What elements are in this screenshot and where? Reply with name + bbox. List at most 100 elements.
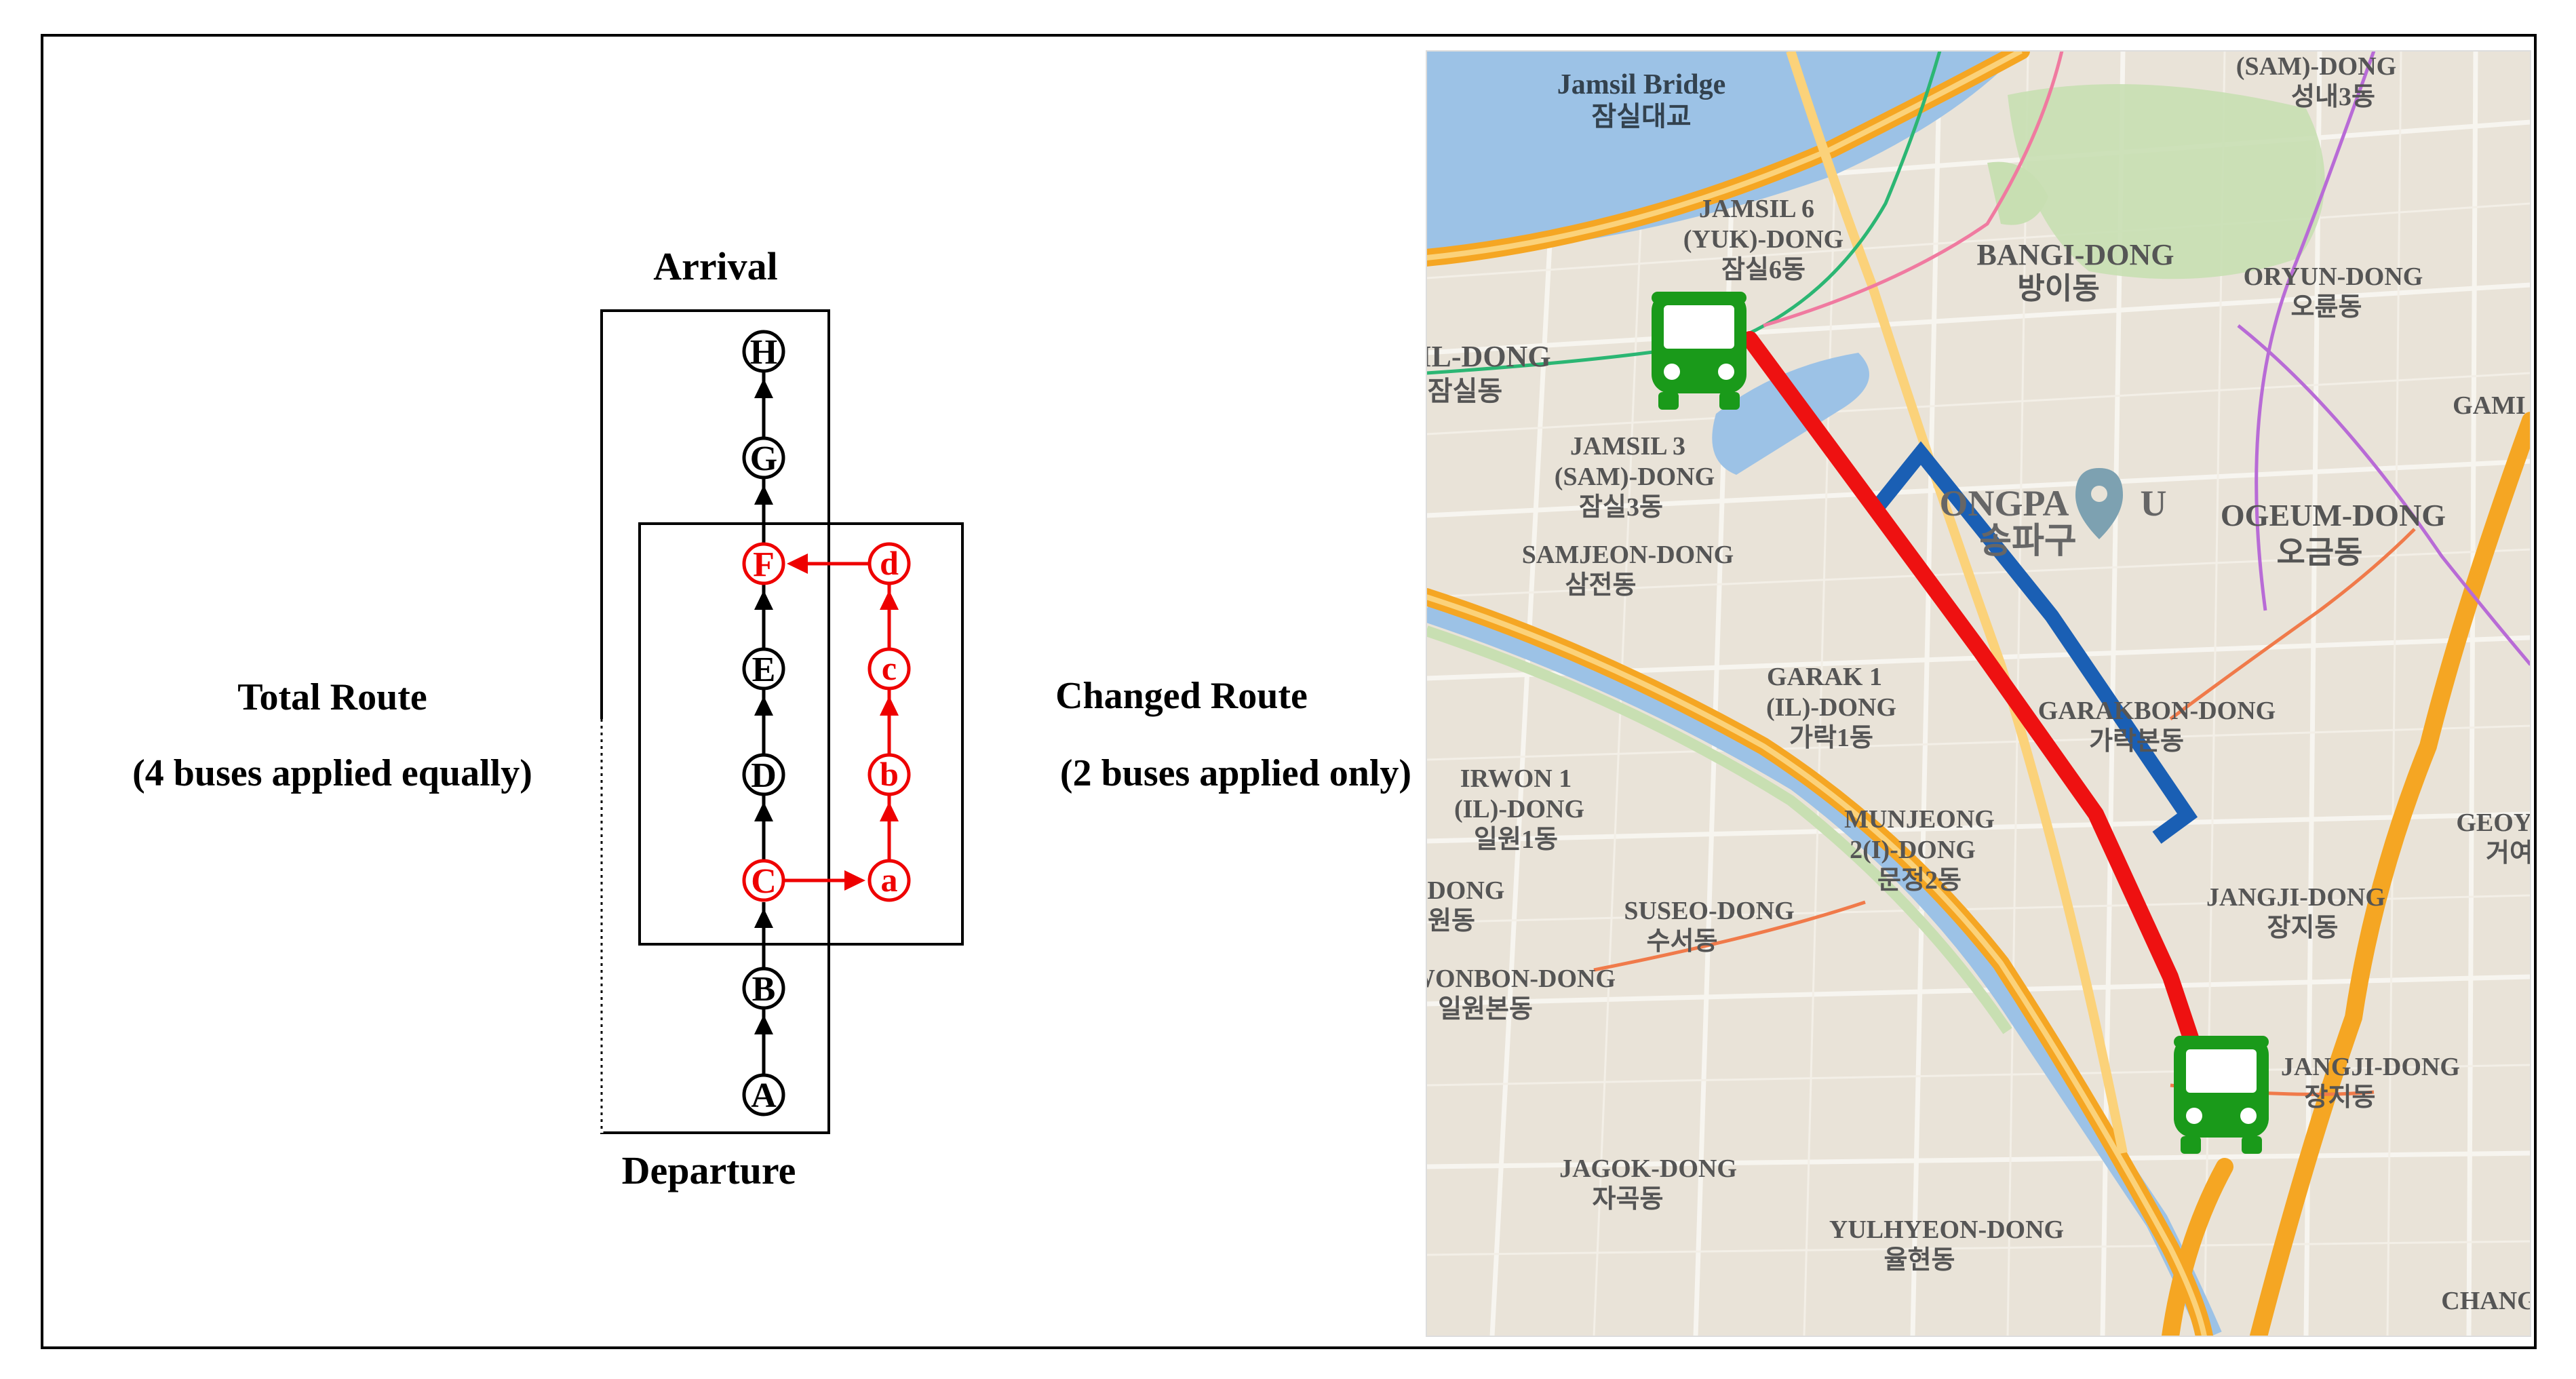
map-label-wonbon-b: 원동 bbox=[1428, 907, 1475, 935]
node-f: F bbox=[742, 542, 785, 585]
node-detour-c: c bbox=[867, 647, 911, 691]
map-label-garak1-b: (IL)-DONG bbox=[1766, 693, 1896, 722]
map-label-bangi: BANGI-DONG bbox=[1977, 238, 2174, 271]
map-label-jamsil6-ko: 잠실6동 bbox=[1721, 256, 1806, 284]
map-label-gam: GAMI bbox=[2453, 391, 2526, 420]
map-label-wonbon-ko: 일원본동 bbox=[1438, 995, 1533, 1024]
node-d: D bbox=[742, 753, 785, 796]
map-label-jamsil-bridge-ko: 잠실대교 bbox=[1591, 101, 1691, 132]
map-label-jagok: JAGOK-DONG bbox=[1559, 1154, 1737, 1183]
map-label-irwon1-ko: 일원1동 bbox=[1474, 826, 1558, 854]
map-label-munjeong-b: 2(I)-DONG bbox=[1850, 836, 1976, 864]
minor-streets bbox=[1426, 51, 2531, 1336]
map-label-jamsil6-a: JAMSIL 6 bbox=[1699, 195, 1814, 223]
map-label-jamsil3-a: JAMSIL 3 bbox=[1570, 432, 1685, 461]
bus-icon-end bbox=[2174, 1036, 2269, 1154]
svg-text:G: G bbox=[750, 440, 777, 478]
map: Jamsil Bridge 잠실대교 (SAM)-DONG 성내3동 JAMSI… bbox=[1409, 51, 2549, 1336]
tancheon-bank bbox=[1426, 625, 2012, 1034]
map-label-geoye-ko: 거여 bbox=[2486, 839, 2533, 868]
node-g: G bbox=[742, 436, 785, 480]
svg-text:A: A bbox=[751, 1076, 777, 1115]
svg-text:D: D bbox=[751, 756, 777, 795]
map-label-munjeong-ko: 문정2동 bbox=[1877, 866, 1962, 895]
svg-text:E: E bbox=[752, 650, 776, 689]
total-route-label: Total Route bbox=[237, 676, 427, 718]
map-label-irwon1-a: IRWON 1 bbox=[1460, 764, 1572, 793]
map-label-jagok-ko: 자곡동 bbox=[1593, 1185, 1664, 1213]
node-c: C bbox=[742, 859, 785, 902]
route-diagram: Arrival Departure Total Route (4 buses a… bbox=[132, 244, 1411, 1192]
map-label-jangji1-ko: 장지동 bbox=[2267, 914, 2339, 942]
map-label-suseo-ko: 수서동 bbox=[1647, 927, 1718, 956]
map-label-ogeum: OGEUM-DONG bbox=[2221, 498, 2446, 532]
detour-arrowheads bbox=[787, 553, 899, 891]
map-label-songpa-ko: 송파구 bbox=[1979, 522, 2077, 561]
main-arrowheads bbox=[754, 378, 773, 1034]
total-route-sublabel: (4 buses applied equally) bbox=[132, 752, 532, 794]
han-river bbox=[1426, 51, 2021, 258]
map-label-wonbon-a: -DONG bbox=[1419, 876, 1505, 905]
changed-route-line bbox=[1873, 441, 2198, 844]
location-pin-icon bbox=[2075, 468, 2123, 539]
map-label-chang: CHANG bbox=[2441, 1287, 2537, 1315]
map-label-il-dong-ko: 잠실동 bbox=[1428, 376, 1502, 406]
map-label-jamsil6-b: (YUK)-DONG bbox=[1683, 225, 1843, 254]
svg-text:C: C bbox=[751, 862, 777, 901]
map-label-geoye: GEOYE bbox=[2456, 809, 2549, 837]
map-label-munjeong-a: MUNJEONG bbox=[1844, 805, 1995, 834]
map-label-garakbon: GARAKBON-DONG bbox=[2038, 697, 2276, 725]
lake bbox=[1712, 353, 1869, 475]
map-label-sam-dong: (SAM)-DONG bbox=[2236, 52, 2396, 81]
map-label-yulhyeon-ko: 율현동 bbox=[1884, 1246, 1955, 1275]
node-e: E bbox=[742, 647, 785, 691]
svg-text:d: d bbox=[880, 544, 899, 582]
outer-frame bbox=[41, 34, 2537, 1349]
departure-label: Departure bbox=[622, 1148, 796, 1192]
node-detour-a: a bbox=[867, 859, 911, 902]
map-label-garak1-ko: 가락1동 bbox=[1789, 724, 1873, 752]
svg-text:b: b bbox=[880, 755, 899, 793]
detour-chain bbox=[782, 562, 891, 882]
node-detour-b: b bbox=[867, 753, 911, 796]
svg-text:H: H bbox=[750, 333, 777, 372]
map-label-yulhyeon: YULHYEON-DONG bbox=[1829, 1216, 2064, 1244]
map-label-oryun: ORYUN-DONG bbox=[2244, 263, 2423, 291]
olympic-park bbox=[2008, 84, 2325, 279]
map-label-jangji2: JANGJI-DONG bbox=[2281, 1053, 2460, 1081]
node-a: A bbox=[742, 1073, 785, 1116]
map-frame bbox=[1426, 50, 2531, 1337]
map-label-garakbon-ko: 가락본동 bbox=[2089, 727, 2184, 756]
park-2 bbox=[1987, 161, 2048, 225]
map-label-suseo: SUSEO-DONG bbox=[1624, 897, 1794, 925]
node-h: H bbox=[742, 330, 785, 373]
total-route-line bbox=[1742, 331, 2212, 1087]
map-label-sam-dong-ko: 성내3동 bbox=[2291, 83, 2375, 111]
subway-lines bbox=[1426, 51, 2531, 1096]
map-label-garak1-a: GARAK 1 bbox=[1767, 663, 1882, 691]
map-label-jamsil-bridge: Jamsil Bridge bbox=[1557, 69, 1726, 100]
map-label-songpa-b: U bbox=[2141, 483, 2167, 524]
arterial-road bbox=[1786, 51, 2128, 1154]
bus-icon-start bbox=[1652, 292, 1746, 410]
map-label-songpa-a: ONGPA bbox=[1940, 483, 2069, 524]
node-detour-d: d bbox=[867, 542, 911, 585]
highway-core bbox=[1426, 51, 2207, 1336]
node-b: B bbox=[742, 967, 785, 1010]
svg-text:B: B bbox=[752, 970, 776, 1009]
map-label-ogeum-ko: 오금동 bbox=[2277, 535, 2363, 570]
map-label-jamsil3-b: (SAM)-DONG bbox=[1555, 463, 1715, 491]
svg-text:c: c bbox=[882, 649, 897, 687]
map-label-jangji1: JANGJI-DONG bbox=[2206, 883, 2385, 912]
arrival-label: Arrival bbox=[653, 244, 778, 288]
changed-route-box bbox=[638, 522, 964, 946]
svg-text:a: a bbox=[881, 861, 898, 899]
map-label-oryun-ko: 오륜동 bbox=[2291, 293, 2362, 322]
map-label-samjeon-ko: 삼전동 bbox=[1565, 571, 1637, 600]
svg-text:F: F bbox=[753, 545, 775, 584]
changed-route-label: Changed Route bbox=[1055, 675, 1308, 717]
map-label-wonbon: WONBON-DONG bbox=[1409, 965, 1616, 993]
map-label-bangi-ko: 방이동 bbox=[2017, 272, 2099, 305]
map-label-jangji2-ko: 장지동 bbox=[2305, 1083, 2376, 1112]
